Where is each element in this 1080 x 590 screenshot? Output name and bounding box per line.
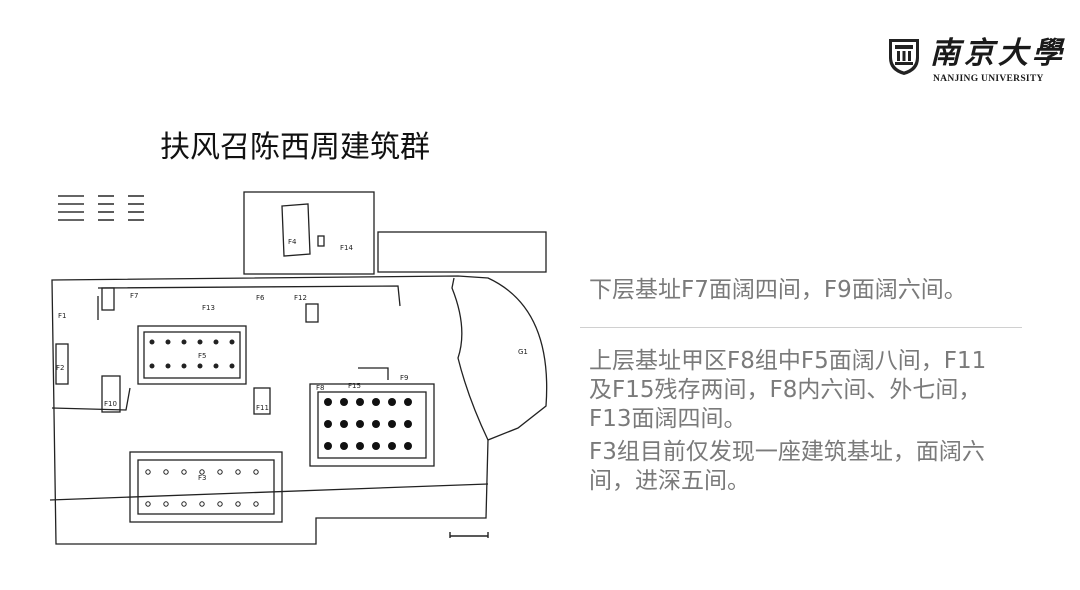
university-crest-icon — [889, 39, 919, 75]
label-f4: F4 — [288, 238, 297, 246]
label-f9: F9 — [400, 374, 408, 382]
university-logo: 南京大學 NANJING UNIVERSITY — [886, 34, 1066, 90]
logo-chinese-name: 南京大學 — [930, 36, 1066, 71]
paragraph-f3-group: F3组目前仅发现一座建筑基址，面阔六间，进深五间。 — [589, 439, 985, 494]
label-f2: F2 — [56, 364, 64, 372]
logo-english-name: NANJING UNIVERSITY — [933, 74, 1044, 84]
label-f10: F10 — [104, 400, 117, 408]
site-plan-figure: F4 F14 F1 F2 F7 F13 F6 F12 F5 F10 F11 F8… — [49, 191, 548, 545]
label-f15: F15 — [348, 382, 361, 390]
label-f11: F11 — [256, 404, 269, 412]
divider — [580, 327, 1022, 328]
label-f12: F12 — [294, 294, 307, 302]
label-f6: F6 — [256, 294, 265, 302]
label-g1: G1 — [518, 348, 528, 356]
label-f14: F14 — [340, 244, 353, 252]
paragraph-upper-foundation: 上层基址甲区F8组中F5面阔八间，F11及F15残存两间，F8内六间、外七间，F… — [589, 348, 987, 432]
label-f3: F3 — [198, 474, 206, 482]
slide-title: 扶风召陈西周建筑群 — [160, 130, 430, 165]
label-f8: F8 — [316, 384, 324, 392]
label-f13: F13 — [202, 304, 215, 312]
paragraph-lower-foundation: 下层基址F7面阔四间，F9面阔六间。 — [589, 277, 967, 303]
label-f1: F1 — [58, 312, 66, 320]
label-f5: F5 — [198, 352, 206, 360]
label-f7: F7 — [130, 292, 138, 300]
